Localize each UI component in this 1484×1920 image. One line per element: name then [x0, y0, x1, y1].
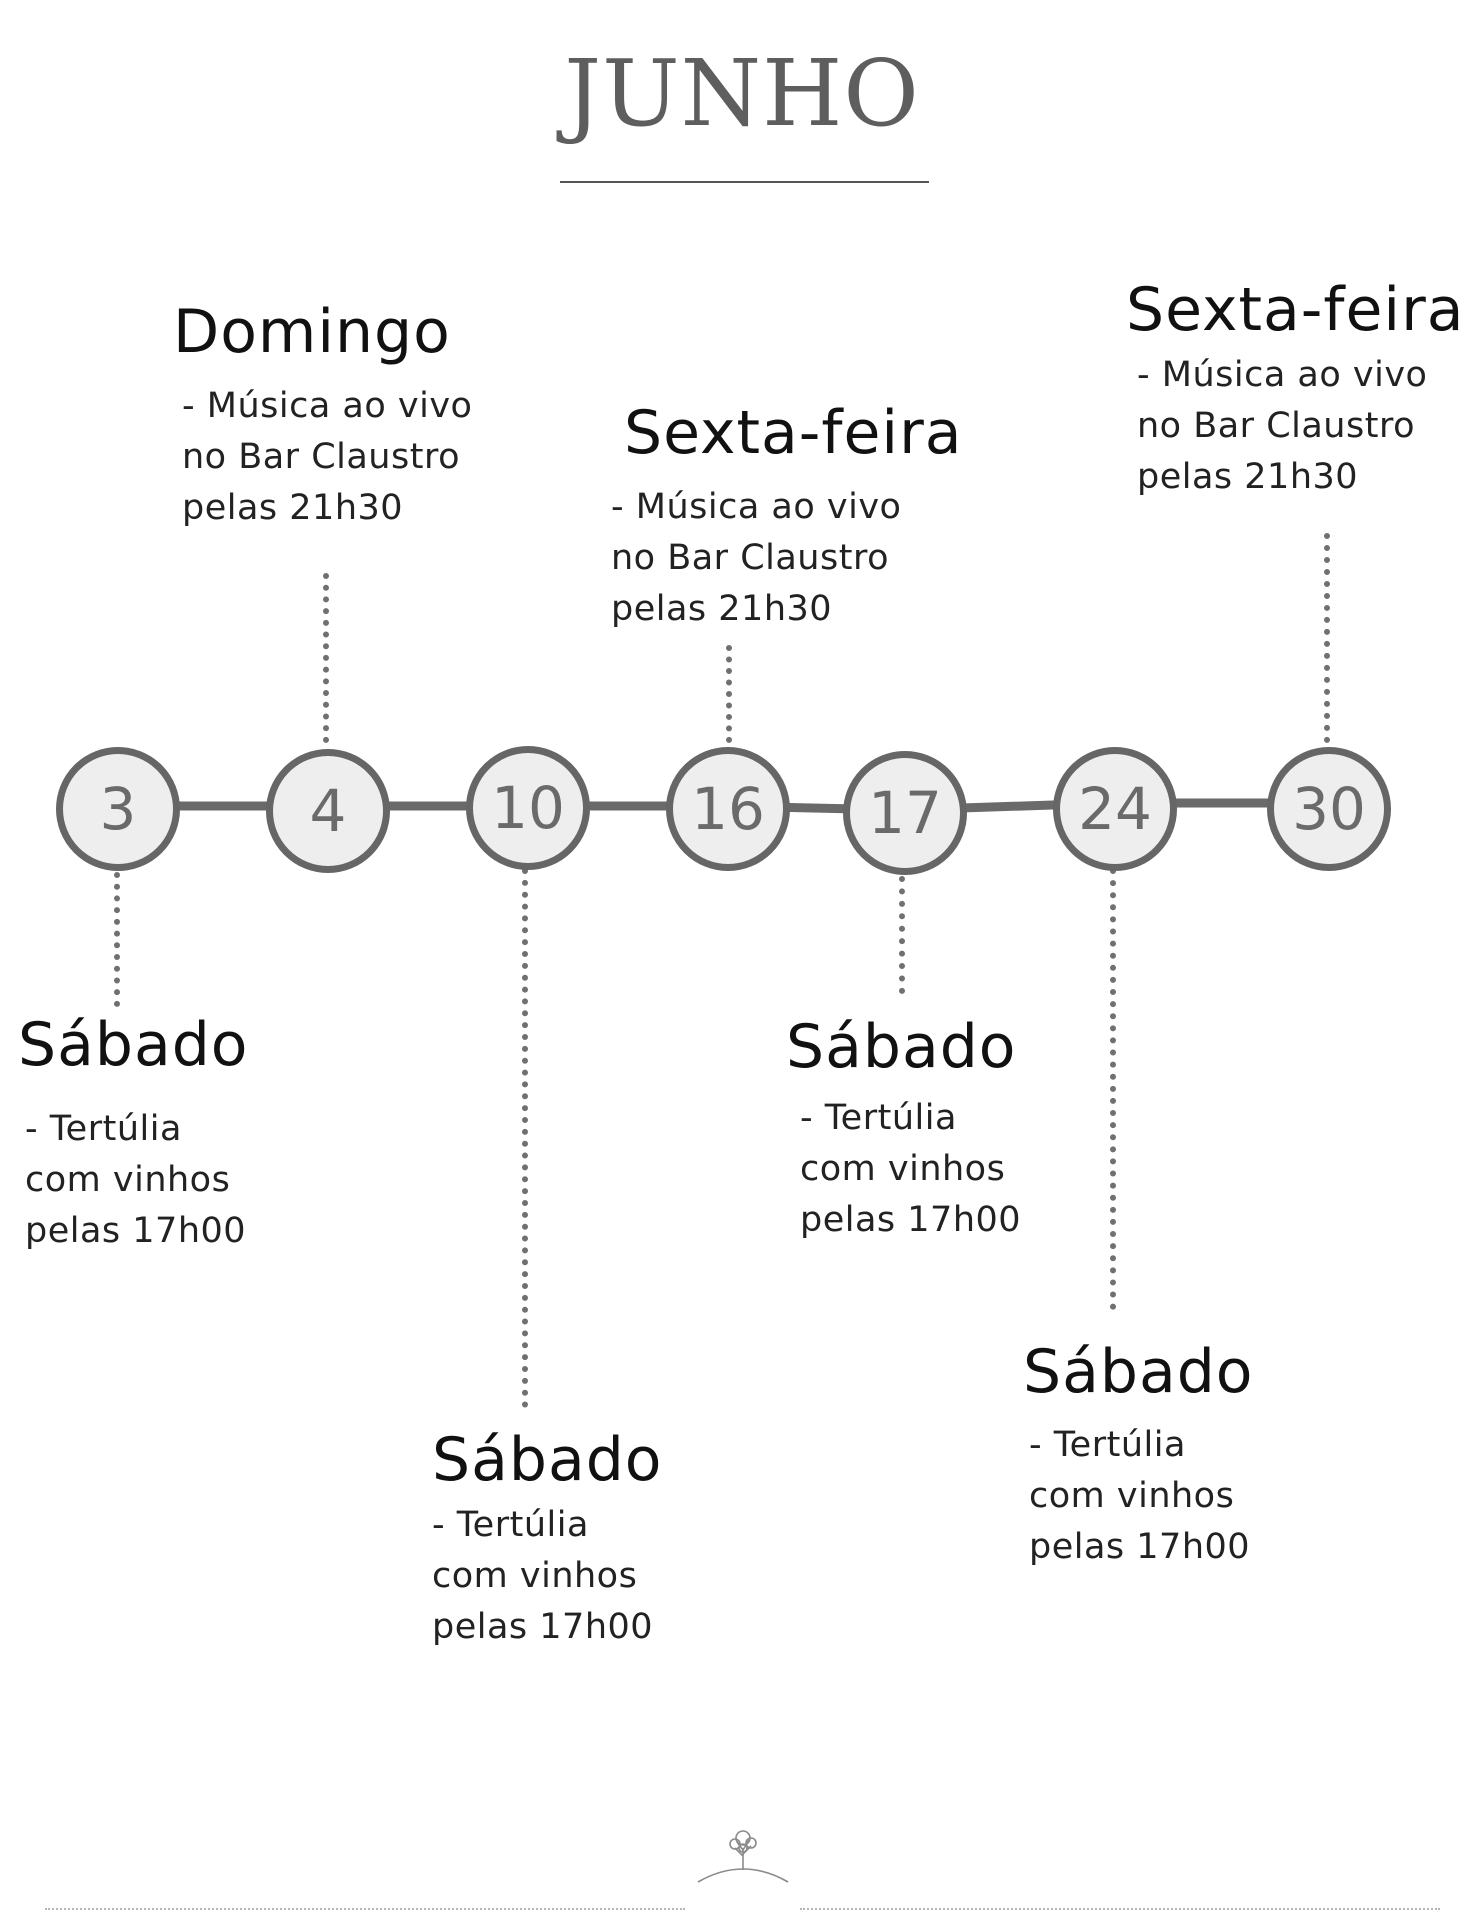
connector-3 [114, 872, 120, 1007]
event-line: pelas 17h00 [1029, 1527, 1251, 1567]
event-line: - Tertúlia [25, 1109, 182, 1149]
event-line: no Bar Claustro [1137, 406, 1415, 446]
event-description-17: - Tertúlia com vinhos pelas 17h00 [800, 1093, 1021, 1246]
connector-17 [899, 876, 905, 994]
event-description-3: - Tertúlia com vinhos pelas 17h00 [25, 1104, 246, 1257]
event-line: pelas 21h30 [1137, 457, 1359, 497]
event-line: pelas 17h00 [800, 1200, 1022, 1240]
connector-4 [323, 573, 329, 743]
event-line: com vinhos [800, 1149, 1006, 1189]
footer-divider-left [45, 1908, 685, 1910]
event-line: no Bar Claustro [611, 538, 889, 578]
date-node-24: 24 [1053, 747, 1177, 871]
connector-10 [522, 868, 528, 1408]
event-line: pelas 17h00 [432, 1607, 654, 1647]
date-node-30: 30 [1267, 747, 1391, 871]
event-day-17: Sábado [786, 1012, 1017, 1082]
event-day-10: Sábado [432, 1425, 663, 1495]
connector-30 [1324, 533, 1330, 743]
event-line: - Tertúlia [800, 1098, 957, 1138]
event-day-3: Sábado [18, 1010, 249, 1080]
date-node-4: 4 [266, 749, 390, 873]
event-day-16: Sexta-feira [624, 398, 963, 468]
date-node-10: 10 [466, 746, 590, 870]
event-line: - Tertúlia [1029, 1425, 1186, 1465]
event-description-16: - Música ao vivo no Bar Claustro pelas 2… [611, 482, 901, 635]
month-title: JUNHO [564, 40, 920, 147]
event-day-30: Sexta-feira [1126, 275, 1465, 345]
date-node-16: 16 [666, 747, 790, 871]
event-line: - Música ao vivo [1137, 355, 1428, 395]
footer-divider-right [800, 1908, 1440, 1910]
event-day-24: Sábado [1023, 1337, 1254, 1407]
event-description-4: - Música ao vivo no Bar Claustro pelas 2… [182, 381, 472, 534]
event-line: - Música ao vivo [182, 386, 473, 426]
connector-16 [726, 645, 732, 743]
event-line: no Bar Claustro [182, 437, 460, 477]
date-node-3: 3 [56, 747, 180, 871]
event-line: - Tertúlia [432, 1505, 589, 1545]
date-node-17: 17 [843, 751, 967, 875]
event-day-4: Domingo [173, 297, 451, 367]
connector-24 [1110, 868, 1116, 1310]
event-description-24: - Tertúlia com vinhos pelas 17h00 [1029, 1420, 1250, 1573]
event-line: pelas 21h30 [182, 488, 404, 528]
event-line: com vinhos [1029, 1476, 1235, 1516]
event-line: com vinhos [432, 1556, 638, 1596]
event-description-10: - Tertúlia com vinhos pelas 17h00 [432, 1500, 653, 1653]
title-divider [560, 181, 929, 183]
event-description-30: - Música ao vivo no Bar Claustro pelas 2… [1137, 350, 1427, 503]
event-line: pelas 17h00 [25, 1211, 247, 1251]
tree-on-hill-icon [697, 1830, 789, 1883]
event-line: com vinhos [25, 1160, 231, 1200]
event-line: - Música ao vivo [611, 487, 902, 527]
event-line: pelas 21h30 [611, 589, 833, 629]
